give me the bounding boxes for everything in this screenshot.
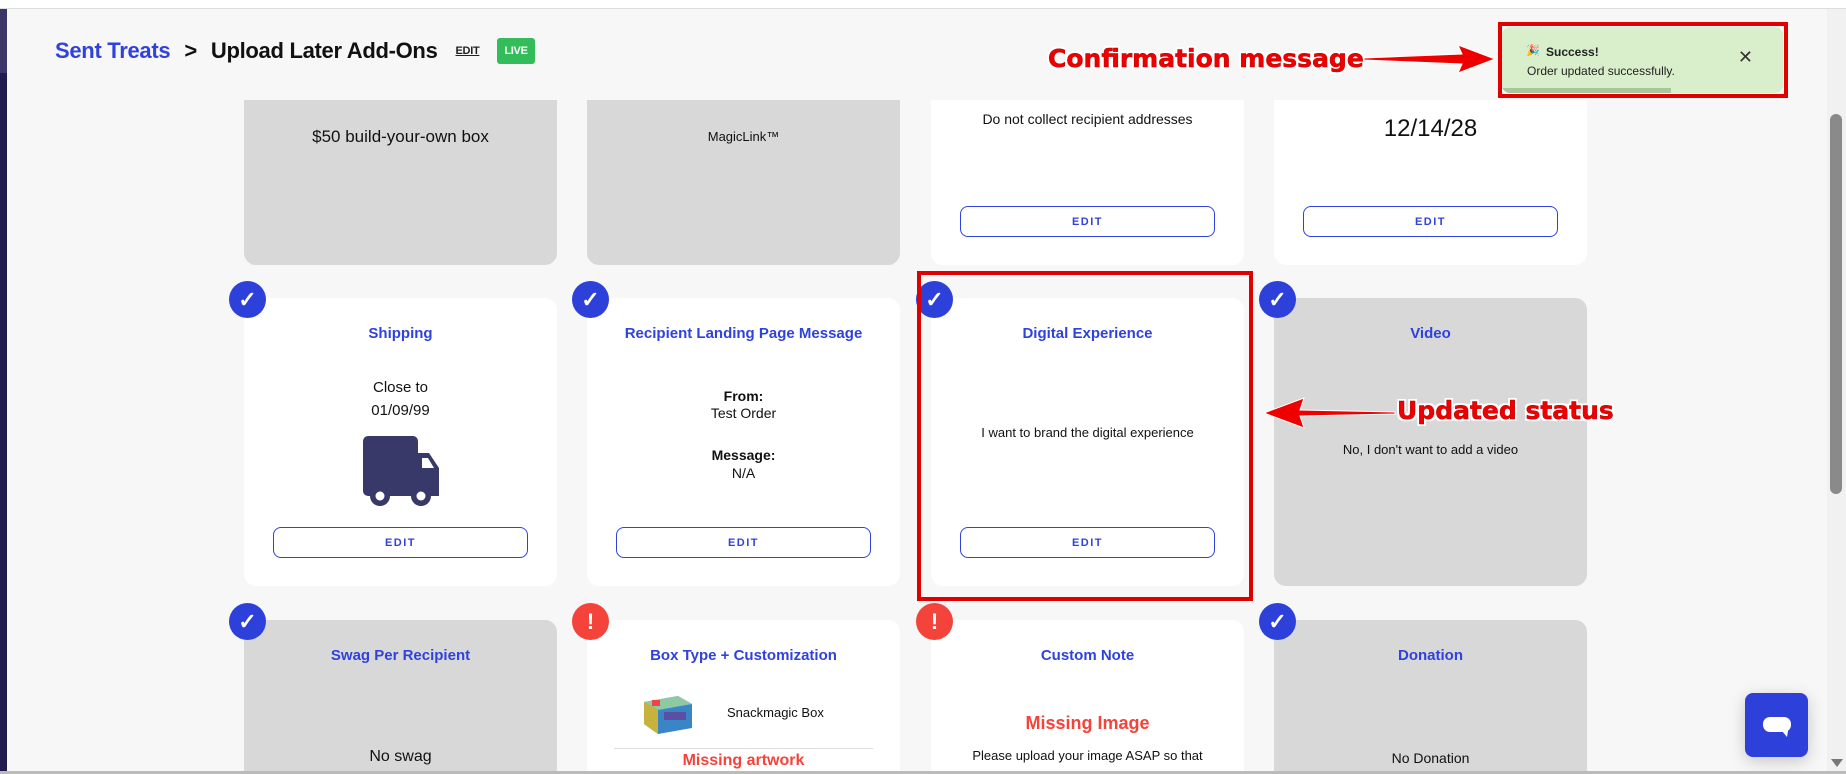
card-landing-message: Recipient Landing Page Message From: Tes… — [587, 298, 900, 586]
alert-icon: ! — [916, 603, 953, 640]
from-label: From: — [723, 388, 764, 404]
check-icon: ✓ — [229, 603, 266, 640]
annotation-confirmation: Confirmation message — [1048, 44, 1364, 74]
check-icon: ✓ — [916, 281, 953, 318]
edit-button[interactable]: EDIT — [960, 527, 1215, 558]
card-title: Donation — [1398, 647, 1463, 664]
card-text: No swag — [369, 748, 432, 765]
edit-button[interactable]: EDIT — [616, 527, 871, 558]
card-text: No, I don't want to add a video — [1342, 442, 1519, 457]
page-title: Upload Later Add-Ons — [210, 38, 438, 63]
card-video: Video No, I don't want to add a video — [1274, 298, 1587, 586]
arrow-left-icon — [1262, 397, 1396, 429]
breadcrumb: Sent Treats > Upload Later Add-Ons EDIT … — [55, 38, 535, 64]
scrollbar[interactable] — [1827, 9, 1846, 771]
card-date: 12/14/28 EDIT — [1274, 100, 1587, 265]
bottom-border — [0, 771, 1846, 774]
warning-text: Missing artwork — [682, 752, 805, 769]
shipping-line-1: Close to — [372, 379, 429, 396]
annotation-updated: Updated status — [1397, 396, 1614, 426]
truck-icon — [363, 436, 439, 506]
shipping-date: 01/09/99 — [371, 402, 430, 419]
success-toast: 🎉 Success! Order updated successfully. ✕ — [1502, 27, 1783, 93]
arrow-right-icon — [1363, 44, 1497, 74]
card-swag: Swag Per Recipient No swag — [244, 620, 557, 771]
card-text: MagicLink™ — [707, 129, 780, 144]
check-icon: ✓ — [1259, 281, 1296, 318]
scrollbar-thumb[interactable] — [1830, 114, 1842, 494]
card-text: $50 build-your-own box — [312, 127, 489, 146]
warning-text: Missing Image — [1025, 713, 1150, 733]
highlight-box-digital-experience — [917, 271, 1253, 601]
card-title: Recipient Landing Page Message — [624, 325, 863, 342]
card-text: I want to brand the digital experience — [981, 425, 1194, 440]
card-magiclink: MagicLink™ — [587, 100, 900, 265]
highlight-box-toast — [1498, 22, 1788, 98]
card-text: Please upload your image ASAP so that — [972, 748, 1203, 763]
chat-bubble-icon — [1763, 717, 1791, 737]
toast-message: Order updated successfully. — [1527, 64, 1675, 78]
edit-button[interactable]: EDIT — [273, 527, 528, 558]
card-digital-experience: Digital Experience I want to brand the d… — [931, 298, 1244, 586]
message-label: Message: — [711, 447, 776, 463]
toast-title: Success! — [1546, 45, 1599, 59]
card-box-budget: $50 build-your-own box — [244, 100, 557, 265]
card-box-type: Box Type + Customization Snackmagic Box … — [587, 620, 900, 771]
browser-top-bar — [0, 0, 1846, 9]
card-shipping: Shipping Close to 01/09/99 EDIT — [244, 298, 557, 586]
card-custom-note: Custom Note Missing Image Please upload … — [931, 620, 1244, 771]
card-text: No Donation — [1391, 750, 1470, 766]
card-addresses: Do not collect recipient addresses EDIT — [931, 100, 1244, 265]
check-icon: ✓ — [1259, 603, 1296, 640]
status-badge: LIVE — [497, 38, 535, 64]
toast-progress-bar — [1502, 88, 1671, 93]
card-text: 12/14/28 — [1383, 115, 1478, 142]
sidebar — [0, 9, 7, 771]
card-text: Do not collect recipient addresses — [982, 111, 1193, 127]
card-title: Video — [1410, 325, 1451, 342]
chat-button[interactable] — [1745, 693, 1808, 757]
edit-button[interactable]: EDIT — [960, 206, 1215, 237]
message-value: N/A — [731, 465, 756, 481]
breadcrumb-separator: > — [184, 38, 197, 63]
card-title: Custom Note — [1040, 647, 1135, 664]
alert-icon: ! — [572, 603, 609, 640]
edit-button[interactable]: EDIT — [1303, 206, 1558, 237]
card-donation: Donation No Donation — [1274, 620, 1587, 771]
card-title: Shipping — [368, 325, 433, 342]
check-icon: ✓ — [229, 281, 266, 318]
close-icon[interactable]: ✕ — [1737, 47, 1753, 67]
card-title: Swag Per Recipient — [330, 647, 471, 664]
box-name: Snackmagic Box — [727, 705, 824, 720]
breadcrumb-parent-link[interactable]: Sent Treats — [55, 38, 171, 63]
row-0: $50 build-your-own box MagicLink™ Do not… — [0, 100, 1820, 266]
card-title: Digital Experience — [1022, 325, 1153, 342]
edit-title-link[interactable]: EDIT — [455, 45, 480, 57]
divider — [614, 748, 873, 749]
party-popper-icon: 🎉 — [1526, 45, 1540, 57]
from-value: Test Order — [710, 405, 777, 421]
scroll-down-arrow-icon[interactable] — [1831, 759, 1843, 767]
card-title: Box Type + Customization — [650, 647, 837, 664]
box-image-icon — [644, 696, 692, 734]
check-icon: ✓ — [572, 281, 609, 318]
